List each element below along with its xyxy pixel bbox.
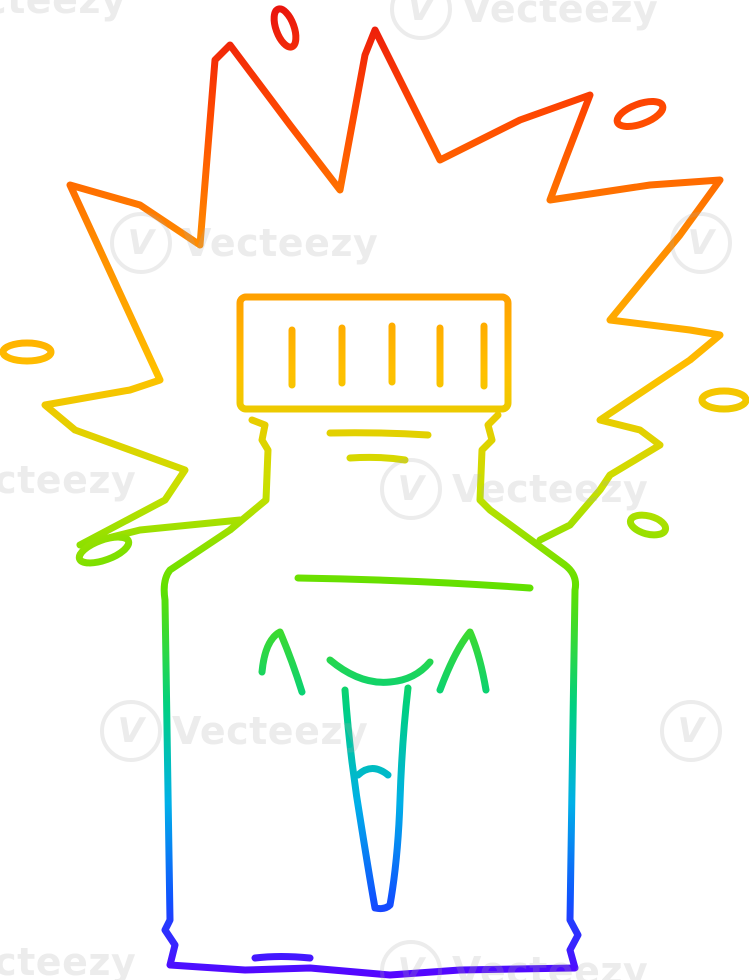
burst-outline bbox=[41, 26, 724, 549]
droplet-lower-right bbox=[626, 511, 670, 539]
neck-highlight bbox=[326, 429, 432, 464]
mouth bbox=[326, 656, 434, 913]
droplet-lower-left bbox=[75, 533, 133, 567]
left-eye bbox=[258, 628, 306, 696]
cap-ridges bbox=[288, 322, 488, 390]
droplet-top bbox=[270, 5, 300, 51]
jar-body bbox=[160, 411, 582, 979]
tongue bbox=[354, 765, 392, 779]
base-line bbox=[251, 953, 314, 962]
droplet-right bbox=[698, 387, 749, 413]
jar-cap bbox=[236, 293, 512, 413]
droplet-top-right bbox=[613, 98, 667, 130]
droplet-left bbox=[0, 339, 55, 365]
body-highlight bbox=[294, 574, 534, 592]
right-eye bbox=[436, 628, 490, 694]
